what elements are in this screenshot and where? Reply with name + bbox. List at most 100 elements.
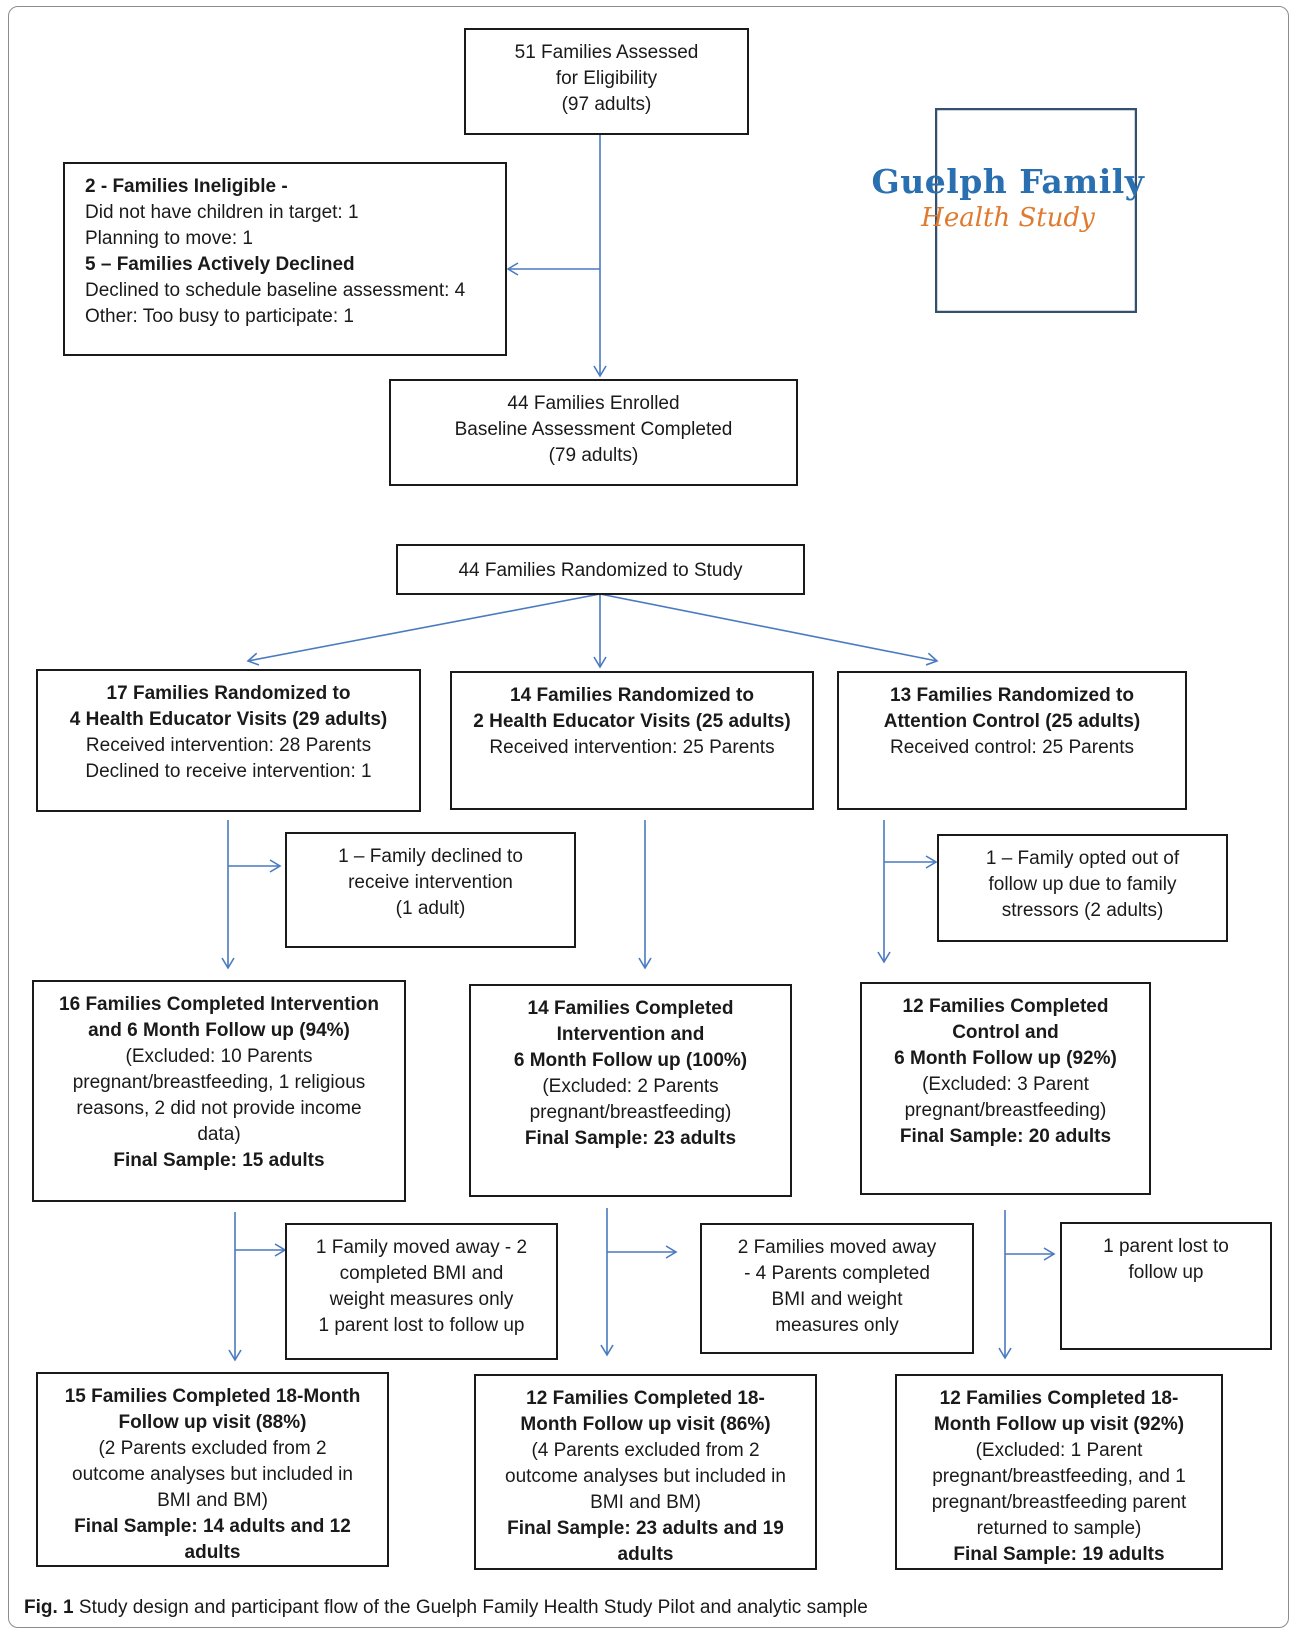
loss2-line: - 4 Parents completed	[744, 1263, 930, 1284]
excluded-line: Planning to move: 1	[85, 228, 253, 249]
m18-3-line: Final Sample: 19 adults	[953, 1544, 1165, 1565]
caption-label: Fig. 1	[24, 1597, 74, 1618]
assessed-line: 51 Families Assessed	[514, 42, 699, 63]
side1-line: (1 adult)	[395, 898, 466, 919]
arm1-line: Received intervention: 28 Parents	[85, 735, 372, 756]
enrolled-line: 44 Families Enrolled	[507, 393, 680, 414]
side1-box: 1 – Family declined to receive interventi…	[285, 832, 576, 948]
excluded-line: Other: Too busy to participate: 1	[85, 306, 354, 327]
side3-line: 1 – Family opted out of	[985, 848, 1180, 869]
month18-3-box: 12 Families Completed 18-Month Follow up…	[895, 1374, 1223, 1570]
assessed-line: for Eligibility	[555, 68, 658, 89]
arm2-line: 2 Health Educator Visits (25 adults)	[473, 711, 791, 732]
fu3-line: 12 Families Completed	[902, 996, 1109, 1017]
m18-1-line: 15 Families Completed 18-Month	[64, 1386, 361, 1407]
arm1-box: 17 Families Randomized to 4 Health Educat…	[36, 669, 421, 812]
enrolled-line: Baseline Assessment Completed	[454, 419, 733, 440]
assessed-line: (97 adults)	[561, 94, 652, 115]
m18-1-line: outcome analyses but included in	[72, 1464, 353, 1485]
fu1-line: (Excluded: 10 Parents	[125, 1046, 313, 1067]
caption-text: Study design and participant flow of the…	[73, 1597, 868, 1618]
m18-1-line: adults	[184, 1542, 241, 1563]
fu2-line: 14 Families Completed	[527, 998, 734, 1019]
randomized-line: 44 Families Randomized to Study	[458, 560, 743, 581]
side3-box: 1 – Family opted out of follow up due to …	[937, 834, 1228, 942]
loss3-box: 1 parent lost to follow up	[1060, 1222, 1272, 1350]
fu1-line: and 6 Month Follow up (94%)	[88, 1020, 350, 1041]
excluded-line: Declined to schedule baseline assessment…	[85, 280, 466, 301]
fu3-line: pregnant/breastfeeding)	[904, 1100, 1107, 1121]
m18-3-line: Month Follow up visit (92%)	[933, 1414, 1185, 1435]
m18-2-line: Final Sample: 23 adults and 19	[507, 1518, 784, 1539]
side3-line: stressors (2 adults)	[1001, 900, 1164, 921]
excluded-box: 2 - Families Ineligible - Did not have ch…	[63, 162, 507, 356]
loss1-line: weight measures only	[329, 1289, 514, 1310]
fu1-line: pregnant/breastfeeding, 1 religious	[72, 1072, 366, 1093]
figure-caption: Fig. 1 Study design and participant flow…	[24, 1596, 868, 1620]
loss1-line: completed BMI and	[339, 1263, 504, 1284]
guelph-logo-frame	[935, 108, 1137, 313]
fu1-line: 16 Families Completed Intervention	[59, 994, 379, 1015]
randomized-box: 44 Families Randomized to Study	[396, 544, 805, 595]
m18-1-line: Final Sample: 14 adults and 12	[74, 1516, 351, 1537]
arm3-line: Attention Control (25 adults)	[883, 711, 1141, 732]
excluded-line: 2 - Families Ineligible -	[85, 176, 288, 197]
loss1-box: 1 Family moved away - 2 completed BMI and…	[285, 1223, 558, 1360]
m18-1-line: (2 Parents excluded from 2	[98, 1438, 327, 1459]
m18-2-line: (4 Parents excluded from 2	[531, 1440, 760, 1461]
m18-1-line: Follow up visit (88%)	[118, 1412, 307, 1433]
arm3-line: Received control: 25 Parents	[890, 737, 1134, 758]
arrow-to-arm3	[599, 593, 939, 666]
fu3-line: Control and	[952, 1022, 1059, 1043]
side3-line: follow up due to family	[988, 874, 1177, 895]
fu2-line: 6 Month Follow up (100%)	[513, 1050, 748, 1071]
arm2-line: 14 Families Randomized to	[510, 685, 754, 706]
loss1-line: 1 Family moved away - 2	[315, 1237, 528, 1258]
fu2-line: Final Sample: 23 adults	[524, 1128, 737, 1149]
loss2-box: 2 Families moved away - 4 Parents complet…	[700, 1223, 974, 1354]
followup1-box: 16 Families Completed Intervention and 6 …	[32, 980, 406, 1202]
figure-frame	[8, 6, 1289, 1628]
arm1-line: 4 Health Educator Visits (29 adults)	[69, 709, 388, 730]
fu2-line: Intervention and	[556, 1024, 705, 1045]
m18-2-line: Month Follow up visit (86%)	[520, 1414, 771, 1435]
arm1-line: Declined to receive intervention: 1	[85, 761, 372, 782]
m18-2-line: outcome analyses but included in	[505, 1466, 786, 1487]
fu3-line: 6 Month Follow up (92%)	[894, 1048, 1117, 1069]
fu2-line: (Excluded: 2 Parents	[542, 1076, 719, 1097]
arrow-to-arm1	[246, 593, 601, 666]
excluded-line: Did not have children in target: 1	[85, 202, 359, 223]
excluded-line: 5 – Families Actively Declined	[85, 254, 355, 275]
m18-3-line: pregnant/breastfeeding, and 1	[932, 1466, 1186, 1487]
m18-3-line: returned to sample)	[976, 1518, 1142, 1539]
m18-2-line: BMI and BM)	[590, 1492, 701, 1513]
m18-3-line: (Excluded: 1 Parent	[975, 1440, 1143, 1461]
arm3-line: 13 Families Randomized to	[890, 685, 1134, 706]
loss3-line: follow up	[1128, 1262, 1204, 1283]
fu2-line: pregnant/breastfeeding)	[529, 1102, 732, 1123]
enrolled-line: (79 adults)	[548, 445, 639, 466]
month18-2-box: 12 Families Completed 18- Month Follow up…	[474, 1374, 817, 1570]
side1-line: receive intervention	[348, 872, 513, 893]
arm2-line: Received intervention: 25 Parents	[489, 737, 775, 758]
assessed-box: 51 Families Assessed for Eligibility (97 a…	[464, 28, 749, 135]
fu1-line: data)	[197, 1124, 241, 1145]
loss1-line: 1 parent lost to follow up	[318, 1315, 525, 1336]
fu1-line: reasons, 2 did not provide income	[76, 1098, 362, 1119]
fu1-line: Final Sample: 15 adults	[113, 1150, 325, 1171]
m18-3-line: pregnant/breastfeeding parent	[931, 1492, 1187, 1513]
arm1-line: 17 Families Randomized to	[106, 683, 351, 704]
m18-2-line: 12 Families Completed 18-	[526, 1388, 765, 1409]
m18-2-line: adults	[617, 1544, 674, 1565]
arm2-box: 14 Families Randomized to 2 Health Educat…	[450, 671, 814, 810]
loss2-line: 2 Families moved away	[737, 1237, 937, 1258]
loss3-line: 1 parent lost to	[1103, 1236, 1229, 1257]
arm3-box: 13 Families Randomized to Attention Contr…	[837, 671, 1187, 810]
side1-line: 1 – Family declined to	[338, 846, 523, 867]
loss2-line: BMI and weight	[771, 1289, 903, 1310]
